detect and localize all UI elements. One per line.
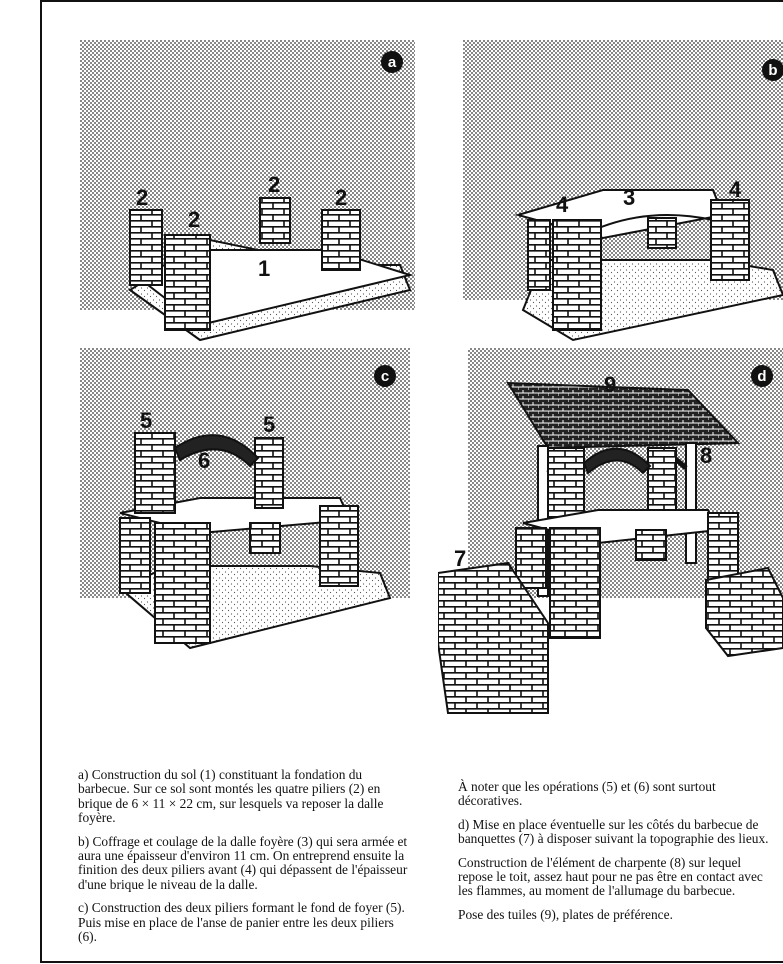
badge-d [751, 365, 773, 387]
pillar-center [249, 522, 281, 554]
bench-left [438, 561, 549, 714]
pillar-back-right [647, 447, 677, 519]
label-3: 3 [623, 185, 635, 210]
pillar-front-right [319, 505, 359, 587]
pillar-center [635, 529, 667, 561]
caption-note: À noter que les opérations (5) et (6) so… [458, 779, 716, 809]
caption-frame: Construction de l'élément de charpente (… [458, 854, 763, 899]
label-2a: 2 [136, 185, 148, 210]
label-6: 6 [198, 448, 210, 473]
pillar-back-left [547, 447, 585, 519]
page-border [40, 0, 783, 963]
label-9: 9 [604, 372, 616, 397]
caption-right: À noter que les opérations (5) et (6) so… [458, 779, 776, 931]
badge-d-letter: d [757, 368, 766, 385]
pillar-center [647, 217, 677, 249]
arch [173, 434, 260, 468]
pillar-back-left [527, 219, 551, 291]
pillar-front-left [154, 522, 211, 644]
pillar-front-right [710, 199, 750, 281]
badge-c-letter: c [381, 368, 389, 385]
arch [582, 447, 652, 475]
pillar-left-front [164, 234, 211, 331]
badge-c [374, 365, 396, 387]
caption-tiles: Pose des tuiles (9), plates de préférenc… [458, 906, 673, 922]
label-5b: 5 [263, 412, 275, 437]
figure-a: a 1 2 2 2 2 [80, 40, 420, 345]
caption-b: b) Coffrage et coulage de la dalle foyèr… [78, 833, 408, 892]
pillar-center [259, 197, 291, 244]
label-2b: 2 [188, 207, 200, 232]
label-2c: 2 [268, 172, 280, 197]
caption-c: c) Construction des deux piliers formant… [78, 900, 405, 945]
badge-a [381, 51, 403, 73]
pillar-front-left-back [119, 517, 151, 594]
caption-left: a) Construction du sol (1) constituant l… [78, 767, 413, 953]
label-2d: 2 [335, 185, 347, 210]
pillar-front-left [549, 527, 601, 639]
pillar-front-left-back [515, 527, 547, 589]
caption-a: a) Construction du sol (1) constituant l… [78, 767, 384, 826]
badge-b [762, 59, 783, 81]
label-8: 8 [700, 443, 712, 468]
label-4a: 4 [556, 192, 569, 217]
pillar-left-back [129, 209, 163, 286]
post-right [685, 442, 697, 564]
figure-d: d 9 8 7 [438, 348, 783, 718]
pillar-back-left [134, 432, 176, 514]
pillar-right [321, 209, 361, 271]
roof [506, 381, 741, 450]
figure-b: b 3 4 4 [463, 40, 783, 345]
bench-right [705, 566, 783, 658]
badge-a-letter: a [388, 54, 397, 71]
label-5a: 5 [140, 408, 152, 433]
badge-b-letter: b [768, 62, 777, 79]
caption-d: d) Mise en place éventuelle sur les côté… [458, 816, 769, 847]
figure-c: c 5 5 6 [80, 348, 415, 653]
pillar-front-right [707, 512, 739, 589]
label-7: 7 [454, 546, 466, 571]
pillar-back-right [254, 437, 284, 509]
label-1: 1 [258, 256, 270, 281]
label-4b: 4 [729, 177, 742, 202]
pillar-front-left [552, 219, 602, 331]
